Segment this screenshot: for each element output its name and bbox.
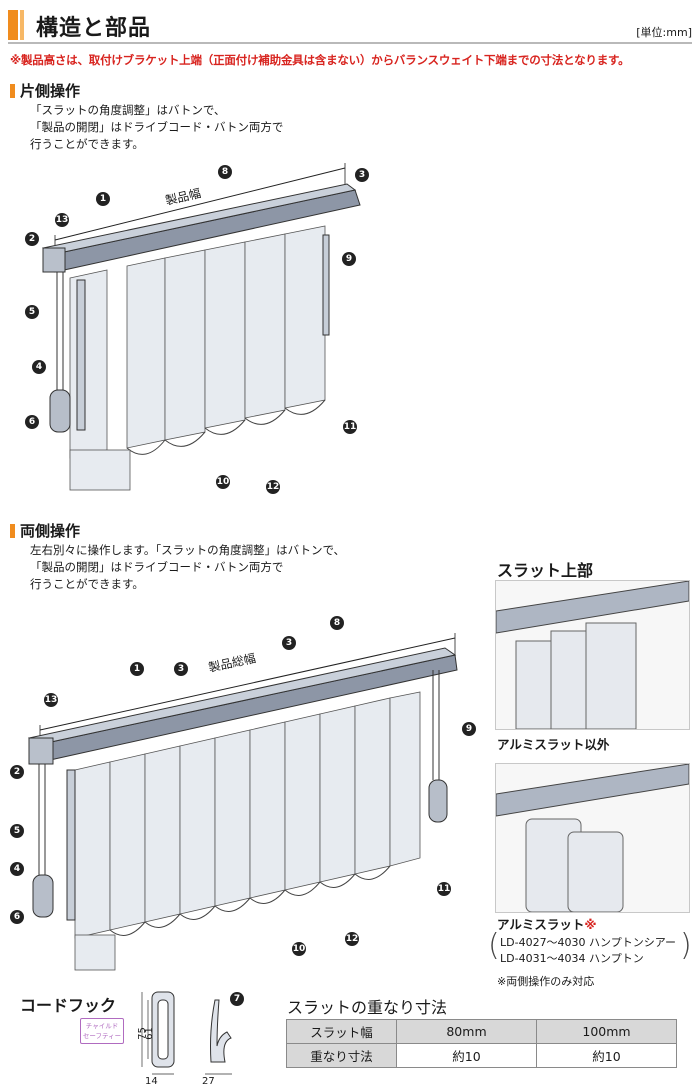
callout-4: 4 (32, 360, 46, 374)
callout-11: 11 (437, 882, 451, 896)
dim-14: 14 (145, 1076, 158, 1087)
alumi-models: LD-4027～4030 ハンプトンシアー LD-4031～4034 ハンプトン (500, 935, 676, 967)
callout-3: 3 (282, 636, 296, 650)
paren-close: ) (680, 928, 692, 963)
callout-11: 11 (343, 420, 357, 434)
overlap-title: スラットの重なり寸法 (287, 998, 448, 1017)
callout-13: 13 (55, 213, 69, 227)
two-side-diagram (27, 633, 458, 971)
alumi-mark: ※ (584, 917, 597, 932)
paren-open: ( (488, 928, 500, 963)
callout-9: 9 (342, 252, 356, 266)
callout-5: 5 (10, 824, 24, 838)
cord-hook-title: コードフック (20, 996, 117, 1015)
slat-top-alumi-illustration (495, 763, 690, 913)
overlap-table: スラット幅 80mm 100mm 重なり寸法 約10 約10 (286, 1019, 677, 1068)
two-side-desc-line: 左右別々に操作します。「スラットの角度調整」はバトンで、 (30, 543, 345, 557)
non-alumi-caption: アルミスラット以外 (497, 737, 610, 752)
slat-top-alumi-image (495, 763, 690, 913)
callout-3: 3 (174, 662, 188, 676)
two-side-desc-line: 行うことができます。 (30, 577, 144, 591)
slat-top-illustration (495, 580, 690, 730)
page-header: 構造と部品 [単位:mm] (8, 6, 692, 44)
callout-8: 8 (218, 165, 232, 179)
dim-61: 61 (143, 1027, 155, 1040)
callout-6: 6 (25, 415, 39, 429)
cord-hook-diagram (141, 991, 232, 1075)
callout-8: 8 (330, 616, 344, 630)
alumi-note: ※両側操作のみ対応 (497, 975, 595, 988)
callout-12: 12 (345, 932, 359, 946)
dim-27: 27 (202, 1076, 215, 1087)
alumi-model-line: LD-4027～4030 ハンプトンシアー (500, 936, 677, 949)
table-header-cell: 100mm (536, 1019, 677, 1044)
one-side-diagram (41, 163, 361, 491)
child-safety-badge: チャイルド セーフティー (80, 1018, 124, 1044)
callout-4: 4 (10, 862, 24, 876)
callout-13: 13 (44, 693, 58, 707)
table-row: 重なり寸法 約10 約10 (286, 1043, 677, 1068)
one-side-title: 片側操作 (10, 80, 80, 101)
callout-3: 3 (355, 168, 369, 182)
alumi-model-line: LD-4031～4034 ハンプトン (500, 952, 644, 965)
two-side-desc-line: 「製品の開閉」はドライブコード・バトン両方で (30, 560, 284, 574)
accent-bar-light (20, 10, 24, 40)
table-row: スラット幅 80mm 100mm (286, 1019, 677, 1044)
unit-label: [単位:mm] (636, 26, 692, 39)
callout-10: 10 (292, 942, 306, 956)
table-header-cell: 80mm (396, 1019, 537, 1044)
slat-top-non-alumi-image (495, 580, 690, 730)
table-cell: 約10 (536, 1043, 677, 1068)
table-cell: 約10 (396, 1043, 537, 1068)
one-side-desc-line: 「スラットの角度調整」はバトンで、 (30, 103, 226, 117)
badge-line: セーフティー (82, 1032, 122, 1040)
slat-top-title: スラット上部 (497, 561, 594, 580)
callout-12: 12 (266, 480, 280, 494)
page-title: 構造と部品 (36, 16, 152, 41)
callout-2: 2 (25, 232, 39, 246)
height-note: ※製品高さは、取付けブラケット上端（正面付け補助金具は含まない）からバランスウェ… (10, 53, 630, 67)
one-side-desc-line: 行うことができます。 (30, 137, 144, 151)
callout-9: 9 (462, 722, 476, 736)
table-row-header: 重なり寸法 (286, 1043, 397, 1068)
callout-6: 6 (10, 910, 24, 924)
two-side-desc: 左右別々に操作します。「スラットの角度調整」はバトンで、 「製品の開閉」はドライ… (30, 542, 345, 593)
one-side-desc-line: 「製品の開閉」はドライブコード・バトン両方で (30, 120, 284, 134)
one-side-desc: 「スラットの角度調整」はバトンで、 「製品の開閉」はドライブコード・バトン両方で… (30, 102, 283, 153)
alumi-caption-text: アルミスラット (497, 917, 585, 932)
callout-5: 5 (25, 305, 39, 319)
badge-line: チャイルド (85, 1022, 119, 1030)
callout-10: 10 (216, 475, 230, 489)
table-header-cell: スラット幅 (286, 1019, 397, 1044)
two-side-title: 両側操作 (10, 520, 80, 541)
callout-2: 2 (10, 765, 24, 779)
callout-1: 1 (130, 662, 144, 676)
callout-1: 1 (96, 192, 110, 206)
alumi-caption: アルミスラット※ (497, 914, 597, 933)
callout-7: 7 (230, 992, 244, 1006)
accent-bar (8, 10, 18, 40)
